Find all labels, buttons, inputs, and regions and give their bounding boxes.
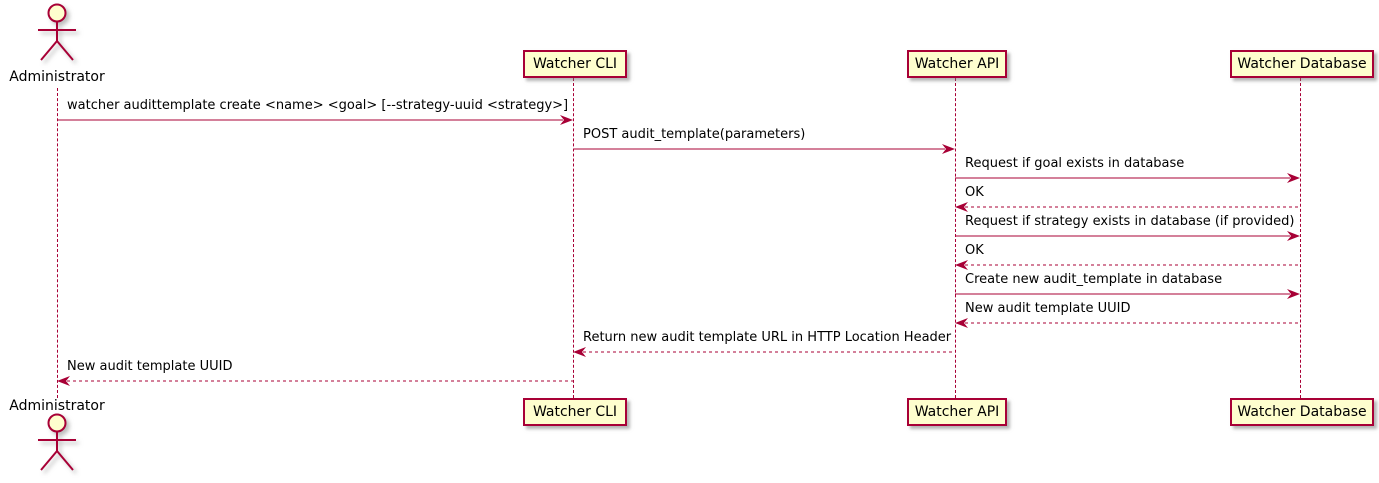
message-label: watcher audittemplate create <name> <goa… (67, 98, 569, 113)
message-label: Return new audit template URL in HTTP Lo… (583, 330, 952, 345)
participant-box-top-watcher-database: Watcher Database (1230, 50, 1374, 78)
message-label: New audit template UUID (67, 359, 233, 374)
message-arrow (57, 111, 574, 130)
lifeline-administrator (57, 88, 58, 398)
message-label: New audit template UUID (965, 301, 1131, 316)
lifeline-watcher-cli (573, 78, 574, 398)
actor-figure-top-administrator (33, 3, 81, 71)
message-arrow (955, 256, 1301, 275)
message-arrow (955, 169, 1301, 188)
participant-box-bottom-watcher-database: Watcher Database (1230, 398, 1374, 426)
participant-box-top-watcher-cli: Watcher CLI (523, 50, 627, 78)
actor-label-top-administrator: Administrator (9, 69, 105, 85)
message-arrow (955, 285, 1301, 304)
message-arrow (57, 372, 574, 391)
message-label: OK (965, 243, 984, 258)
actor-figure-bottom-administrator (33, 413, 81, 481)
message-label: Create new audit_template in database (965, 272, 1223, 287)
message-arrow (955, 227, 1301, 246)
participant-box-top-watcher-api: Watcher API (907, 50, 1007, 78)
lifeline-watcher-database (1300, 78, 1301, 398)
message-arrow (955, 198, 1301, 217)
message-arrow (955, 314, 1301, 333)
lifeline-watcher-api (955, 78, 956, 398)
actor-label-bottom-administrator: Administrator (9, 398, 105, 414)
message-label: OK (965, 185, 984, 200)
message-arrow (573, 140, 956, 159)
participant-box-bottom-watcher-api: Watcher API (907, 398, 1007, 426)
message-label: Request if strategy exists in database (… (965, 214, 1295, 229)
message-arrow (573, 343, 956, 362)
participant-box-bottom-watcher-cli: Watcher CLI (523, 398, 627, 426)
message-label: Request if goal exists in database (965, 156, 1185, 171)
message-label: POST audit_template(parameters) (583, 127, 806, 142)
